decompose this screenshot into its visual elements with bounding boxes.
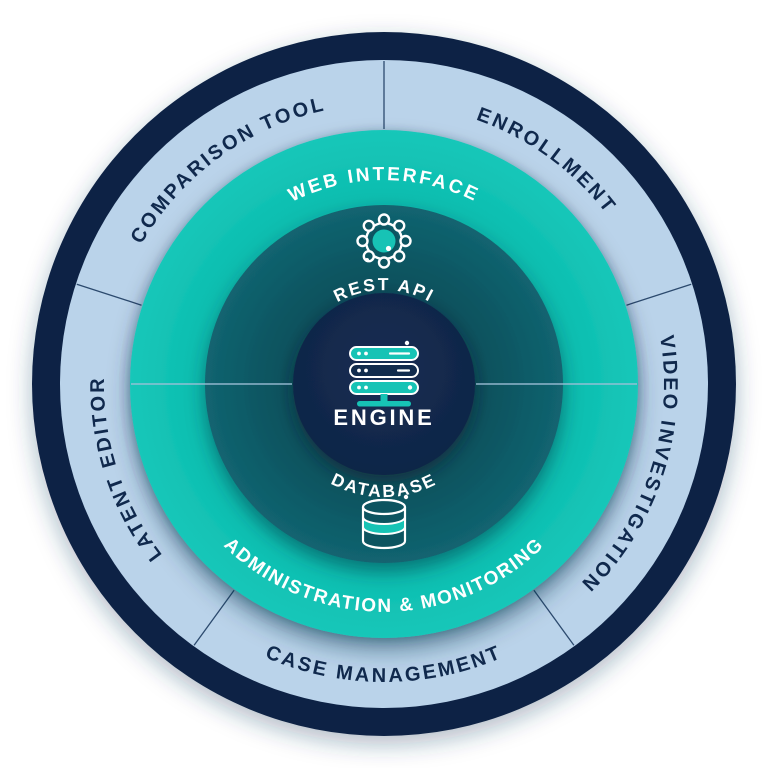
divider-lower-right: [533, 589, 575, 646]
divider-upper-right: [626, 283, 692, 306]
server-icon: [349, 340, 419, 407]
divider-upper-left: [76, 283, 142, 306]
segment-dividers: [76, 61, 692, 646]
gear-icon: [356, 213, 412, 269]
divider-lower-left: [193, 589, 235, 646]
database-icon: [361, 494, 409, 550]
core-label-engine: ENGINE: [333, 405, 434, 430]
